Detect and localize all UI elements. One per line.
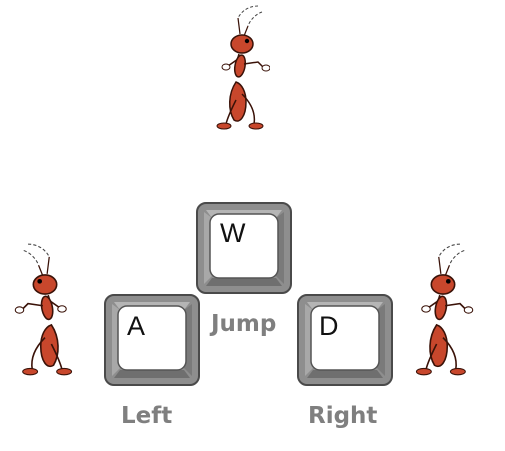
ant-character-top — [216, 5, 270, 130]
key-cap-icon — [297, 294, 393, 386]
left-key-letter: A — [127, 311, 146, 341]
left-label: Left — [121, 403, 173, 429]
ant-character-left — [14, 243, 73, 376]
jump-key[interactable]: W — [196, 202, 292, 294]
jump-key-letter: W — [220, 218, 246, 248]
left-key[interactable]: A — [104, 294, 200, 386]
key-cap-icon — [104, 294, 200, 386]
jump-label: Jump — [211, 311, 277, 337]
right-key[interactable]: D — [297, 294, 393, 386]
right-key-letter: D — [319, 311, 339, 341]
ant-character-right — [415, 243, 474, 376]
right-label: Right — [308, 403, 378, 429]
